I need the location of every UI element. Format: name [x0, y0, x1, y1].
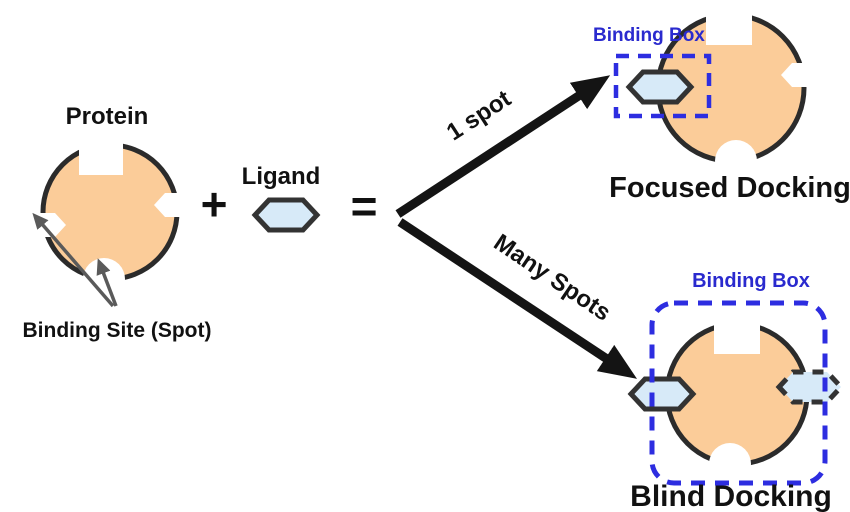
many-spots-arrow	[397, 218, 638, 379]
focused-notch-right	[781, 63, 827, 87]
one-spot-label: 1 spot	[442, 85, 516, 146]
focused-docking-title: Focused Docking	[609, 172, 850, 204]
binding-site-notch-top	[79, 135, 123, 175]
plus-sign: +	[201, 178, 228, 230]
binding-site-notch-right	[154, 193, 200, 217]
blind-docked-ligand-left	[627, 376, 697, 412]
focused-docked-ligand	[625, 69, 695, 105]
blind-notch-top	[714, 314, 760, 354]
focused-notch-bottom	[715, 140, 757, 182]
binding-site-pointer-arrow-bottom	[96, 258, 118, 307]
branch-arrows: 1 spot Many Spots	[395, 75, 638, 379]
protein-label: Protein	[66, 103, 149, 130]
one-spot-arrow	[395, 75, 611, 218]
binding-site-label: Binding Site (Spot)	[23, 319, 212, 342]
focused-binding-box-label: Binding Box	[593, 25, 705, 46]
blind-binding-box-label: Binding Box	[692, 270, 810, 292]
ligand-shape	[251, 197, 321, 233]
blind-docking-figure: Binding Box Blind Docking	[627, 270, 845, 512]
blind-notch-bottom	[709, 443, 751, 485]
blind-docking-title: Blind Docking	[630, 480, 832, 512]
binding-site-pointer-arrow-left	[32, 212, 115, 308]
many-spots-label: Many Spots	[489, 229, 616, 327]
protein-figure: Protein Binding Site (Spot)	[19, 103, 211, 342]
equals-sign: =	[351, 180, 378, 232]
blind-binding-box	[649, 300, 828, 486]
ligand-label: Ligand	[242, 163, 321, 190]
focused-binding-box	[613, 53, 712, 119]
focused-docking-figure: Binding Box Focused Docking	[593, 4, 850, 204]
equation: + Ligand =	[201, 163, 378, 233]
focused-notch-top	[706, 4, 752, 45]
